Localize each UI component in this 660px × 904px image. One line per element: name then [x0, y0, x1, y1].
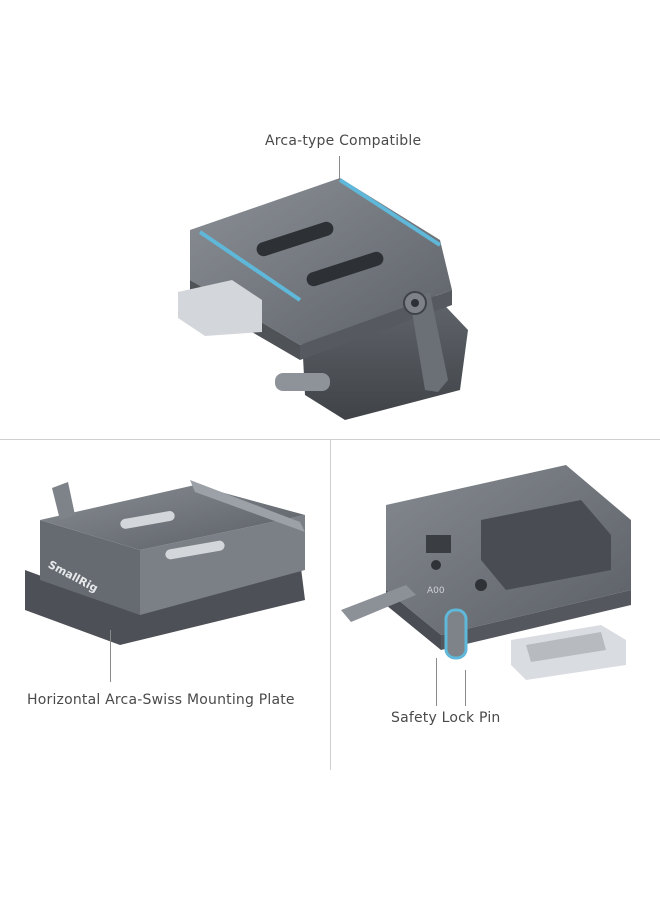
arca-leader-line: [339, 156, 340, 184]
quick-release-underside-image: [341, 465, 631, 680]
horizontal-divider: [0, 439, 660, 440]
mounting-plate-side-image: [25, 480, 305, 645]
lock-pin-leader-right: [465, 670, 466, 706]
arca-type-compatible-label: Arca-type Compatible: [265, 133, 422, 149]
top-product-panel: Arca-type Compatible: [0, 0, 660, 438]
safety-lock-pin-label: Safety Lock Pin: [391, 710, 501, 726]
vertical-divider: [330, 440, 331, 770]
horizontal-arca-swiss-label: Horizontal Arca-Swiss Mounting Plate: [27, 692, 295, 708]
bottom-left-product-panel: SmallRig Horizontal Arca-Swiss Mounting …: [0, 440, 330, 770]
bottom-right-product-panel: A00 Safety Lock Pin: [331, 440, 660, 770]
a00-marking: A00: [427, 586, 445, 596]
lock-pin-leader-left: [436, 658, 437, 706]
quick-release-plate-top-image: [178, 178, 468, 420]
mounting-plate-leader-line: [110, 630, 111, 682]
